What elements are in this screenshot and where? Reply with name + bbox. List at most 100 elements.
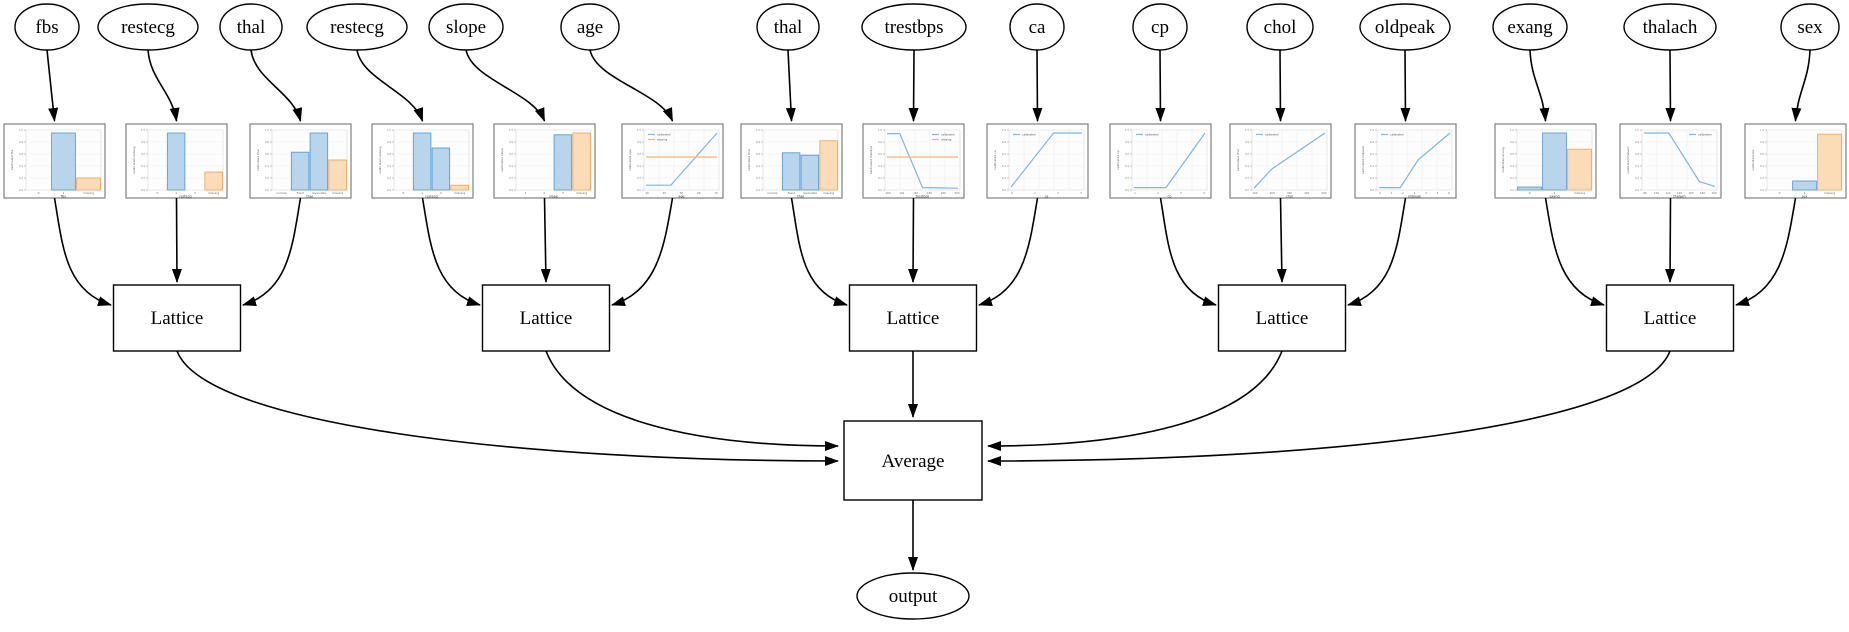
y-axis-label: calibrated restecg	[132, 146, 136, 173]
lattice-box-5	[1605, 284, 1735, 352]
x-tick-label: 300	[1287, 191, 1292, 195]
bar-missing	[819, 140, 838, 191]
y-tick-label: 0.2	[1370, 176, 1374, 180]
y-tick-label: 0.2	[1760, 176, 1764, 180]
input-label: thal	[774, 17, 803, 38]
y-tick-label: 0.0	[1002, 188, 1006, 192]
lattice-label: Lattice	[887, 308, 940, 329]
x-tick-label: 1	[175, 191, 177, 195]
line-calibrated	[1644, 132, 1716, 187]
y-tick-label: 1.0	[1002, 128, 1006, 132]
y-tick-label: 0.4	[265, 164, 269, 168]
bar-calibrated	[1517, 186, 1542, 191]
x-tick-label: missing	[83, 191, 94, 195]
edge-input-to-calibrator	[465, 49, 546, 122]
x-tick-label: missing	[1574, 191, 1585, 195]
edge-calibrator-to-lattice	[242, 197, 302, 306]
line-calibrated	[1379, 132, 1451, 189]
x-tick-label: 400	[1304, 191, 1309, 195]
plot-area	[1376, 129, 1453, 191]
y-tick-label: 0.4	[637, 164, 641, 168]
x-axis-label: thalach	[1673, 194, 1685, 198]
edge-calibrator-to-lattice	[1665, 197, 1676, 283]
y-axis-label: calibrated thal	[256, 149, 260, 171]
y-tick-label: 0.2	[509, 176, 513, 180]
edge-lattice-to-average	[545, 350, 839, 451]
input-label: sex	[1797, 17, 1823, 38]
y-tick-label: 1.0	[1760, 128, 1764, 132]
y-tick-label: 1.0	[1510, 128, 1514, 132]
lattice-label: Lattice	[151, 308, 204, 329]
x-tick-label: 2	[194, 191, 196, 195]
bar-missing	[76, 177, 101, 191]
x-tick-label: 1	[1034, 191, 1036, 195]
input-label: ca	[1029, 17, 1046, 38]
x-tick-label: normal	[276, 191, 286, 195]
x-tick-label: 1	[1804, 191, 1806, 195]
y-tick-label: 0.2	[1510, 176, 1514, 180]
y-tick-label: 0.0	[387, 188, 391, 192]
input-node-restecg: restecg	[97, 3, 199, 51]
y-axis-label: calibrated chol	[1236, 149, 1240, 171]
edge-input-to-calibrator	[1155, 49, 1166, 122]
x-tick-label: missing	[576, 191, 587, 195]
bar-missing	[204, 171, 223, 191]
edge-calibrator-to-lattice	[790, 197, 848, 306]
y-tick-label: 0.2	[19, 176, 23, 180]
legend-label: calibrated	[941, 133, 955, 137]
y-tick-label: 0.8	[1760, 140, 1764, 144]
y-tick-label: 0.2	[756, 176, 760, 180]
y-tick-label: 0.4	[1245, 164, 1249, 168]
x-axis-label: restecg	[179, 194, 191, 198]
y-tick-label: 0.4	[1125, 164, 1129, 168]
y-tick-label: 0.6	[387, 152, 391, 156]
y-tick-label: 0.6	[878, 152, 882, 156]
bar-calibrated	[781, 152, 801, 191]
bar-missing	[1817, 133, 1842, 191]
y-axis-label: calibrated fbs	[10, 149, 14, 170]
y-tick-label: 1.0	[509, 128, 513, 132]
edge-calibrator-to-lattice	[540, 197, 551, 283]
x-tick-label: 140	[913, 191, 918, 195]
line-calibrated	[646, 132, 718, 186]
bar-missing	[450, 184, 469, 191]
input-node-thalach: thalach	[1623, 3, 1717, 51]
y-tick-label: 0.0	[637, 188, 641, 192]
x-tick-label: 6	[1448, 191, 1450, 195]
x-tick-label: 3	[1180, 191, 1182, 195]
output-node: output	[856, 572, 970, 620]
y-tick-label: 0.8	[387, 140, 391, 144]
y-tick-label: 0.4	[1760, 164, 1764, 168]
y-axis-label: calibrated restecg	[378, 146, 382, 173]
y-tick-label: 0.4	[19, 164, 23, 168]
edge-input-to-calibrator	[46, 49, 59, 122]
y-tick-label: 0.0	[141, 188, 145, 192]
edge-calibrator-to-lattice	[978, 197, 1039, 306]
x-tick-label: 2	[440, 191, 442, 195]
x-tick-label: 200	[955, 191, 960, 195]
input-label: restecg	[330, 17, 384, 38]
legend-label: calibrated	[1022, 133, 1036, 137]
x-tick-label: 40	[663, 191, 667, 195]
y-tick-label: 0.0	[878, 188, 882, 192]
x-tick-label: 2	[543, 191, 545, 195]
input-label: chol	[1264, 17, 1297, 38]
y-tick-label: 0.8	[878, 140, 882, 144]
x-axis-label: oldpeak	[1408, 194, 1421, 198]
x-tick-label: 30	[645, 191, 649, 195]
edge-calibrator-to-lattice	[1276, 197, 1287, 283]
lattice-node-3: Lattice	[848, 284, 978, 352]
x-tick-label: 1	[524, 191, 526, 195]
legend-label: calibrated	[657, 133, 671, 137]
input-label: fbs	[35, 17, 58, 38]
input-node-trestbps: trestbps	[861, 3, 967, 51]
input-label: slope	[446, 17, 486, 38]
y-tick-label: 0.0	[509, 188, 513, 192]
y-tick-label: 0.8	[756, 140, 760, 144]
lattice-label: Lattice	[1256, 308, 1309, 329]
y-tick-label: 0.6	[509, 152, 513, 156]
x-tick-label: 80	[1643, 191, 1647, 195]
